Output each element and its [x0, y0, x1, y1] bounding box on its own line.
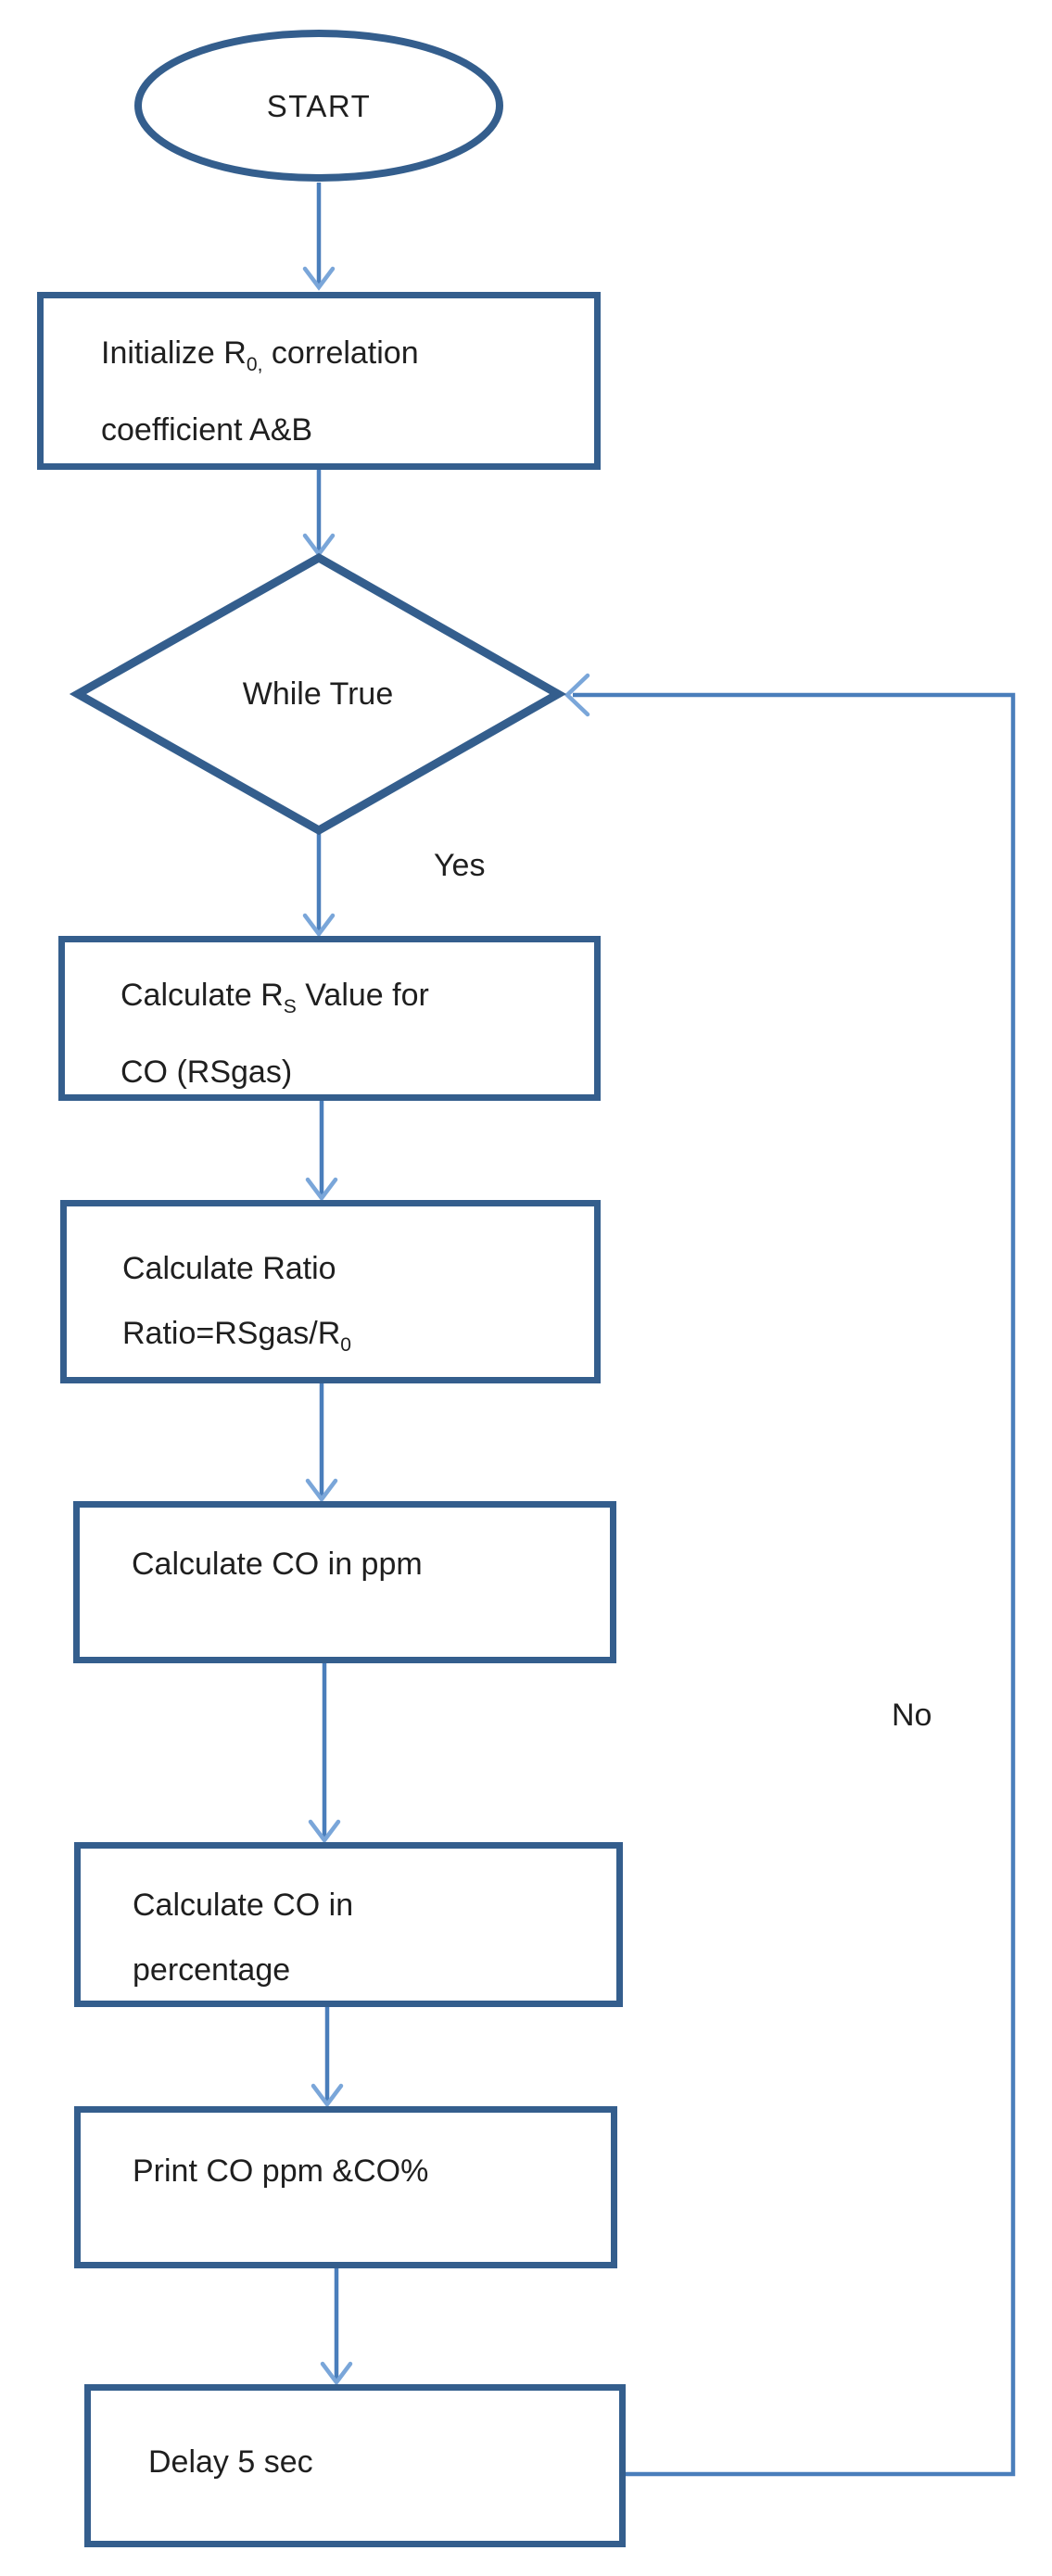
calc-rs-box: Calculate RS Value for CO (RSgas) [58, 936, 601, 1101]
calc-rs-box-text: Calculate RS Value for CO (RSgas) [65, 942, 594, 1105]
initialize-line2: coefficient A&B [101, 411, 313, 448]
delay-box-text: Delay 5 sec [91, 2391, 619, 2494]
calc-rs-line1: Calculate RS Value for [120, 963, 579, 1040]
start-label: START [138, 33, 500, 179]
calc-ratio-box: Calculate Ratio Ratio=RSgas/R0 [60, 1200, 601, 1383]
calc-ratio-line2-pre: Ratio=RSgas/R [122, 1316, 341, 1351]
arrowhead-print-to-delay-icon [320, 2361, 353, 2386]
print-box: Print CO ppm &CO% [74, 2106, 617, 2268]
yes-label: Yes [434, 848, 486, 883]
initialize-line1-sub: 0, [246, 353, 263, 375]
delay-line1: Delay 5 sec [148, 2444, 313, 2480]
no-label: No [892, 1698, 932, 1733]
calc-rs-line1-pre: Calculate R [120, 978, 284, 1013]
initialize-box-text: Initialize R0, correlation coefficient A… [44, 298, 594, 462]
calc-pct-box-text: Calculate CO in percentage [81, 1849, 616, 2002]
print-box-text: Print CO ppm &CO% [81, 2113, 611, 2203]
arrowhead-while-to-calcrs-icon [302, 913, 336, 938]
calc-pct-line1: Calculate CO in [133, 1888, 354, 1923]
calc-pct-line2: percentage [133, 1952, 291, 1988]
initialize-box: Initialize R0, correlation coefficient A… [37, 292, 601, 470]
delay-box: Delay 5 sec [84, 2384, 626, 2547]
while-true-label: While True [78, 558, 558, 830]
arrowhead-calcrs-to-ratio-icon [305, 1177, 338, 1202]
initialize-line1-post: correlation [262, 335, 419, 371]
calc-ratio-line2-sub: 0 [340, 1333, 352, 1356]
arrowhead-ratio-to-ppm-icon [305, 1478, 338, 1503]
calc-rs-line2: CO (RSgas) [120, 1054, 293, 1090]
calc-rs-line1-post: Value for [296, 978, 429, 1013]
arrowhead-ppm-to-pct-icon [308, 1819, 341, 1844]
calc-ratio-line1: Calculate Ratio [122, 1251, 336, 1286]
loop-back-connector [573, 692, 1016, 2477]
while-true-diamond-shape [69, 552, 567, 836]
while-true-label-text: While True [242, 676, 394, 712]
initialize-line1: Initialize R0, correlation [101, 321, 579, 398]
print-line1: Print CO ppm &CO% [133, 2153, 429, 2189]
calc-ppm-box: Calculate CO in ppm [73, 1501, 616, 1663]
arrowhead-pct-to-print-icon [311, 2083, 344, 2108]
initialize-line1-pre: Initialize R [101, 335, 247, 371]
calc-rs-line1-sub: S [283, 995, 297, 1017]
arrowhead-start-to-initialize-icon [302, 266, 336, 291]
calc-ppm-line1: Calculate CO in ppm [132, 1547, 423, 1582]
start-label-text: START [266, 88, 372, 123]
loop-arrowhead-icon [564, 673, 590, 717]
calc-pct-box: Calculate CO in percentage [74, 1842, 623, 2007]
calc-ratio-line2: Ratio=RSgas/R0 [122, 1301, 579, 1378]
start-terminator-shape [134, 30, 503, 182]
calc-ppm-box-text: Calculate CO in ppm [80, 1508, 610, 1597]
calc-ratio-box-text: Calculate Ratio Ratio=RSgas/R0 [67, 1206, 594, 1378]
